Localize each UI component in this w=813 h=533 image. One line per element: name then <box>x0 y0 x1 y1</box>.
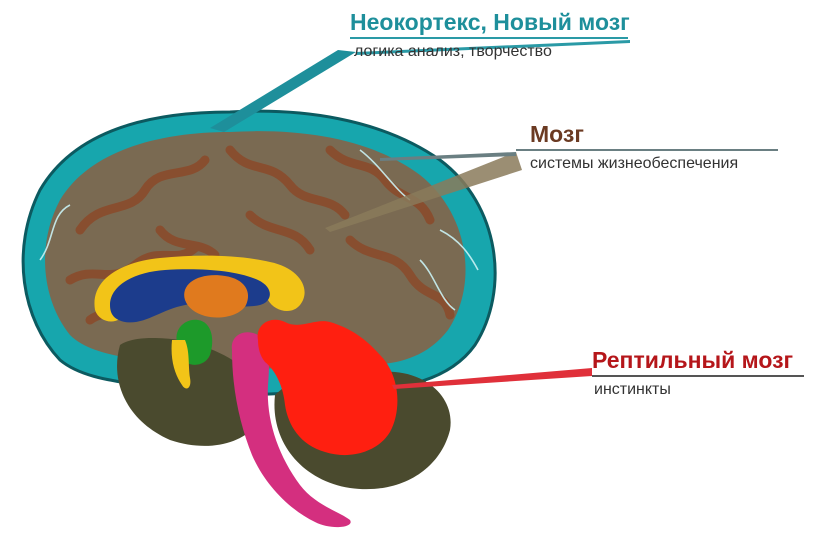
limbic-callout: Мозг системы жизнеобеспечения <box>516 122 778 173</box>
neocortex-title: Неокортекс, Новый мозг <box>350 10 628 34</box>
limbic-subtitle: системы жизнеобеспечения <box>516 155 778 173</box>
neocortex-subtitle: логика анализ, творчество <box>350 43 628 61</box>
limbic-title: Мозг <box>516 122 778 146</box>
neocortex-rule <box>350 37 628 39</box>
reptilian-subtitle: инстинкты <box>592 381 804 399</box>
reptilian-rule <box>592 375 804 377</box>
limbic-rule <box>516 149 778 151</box>
reptilian-callout: Рептильный мозг инстинкты <box>592 348 804 399</box>
reptilian-title: Рептильный мозг <box>592 348 804 372</box>
neocortex-callout: Неокортекс, Новый мозг логика анализ, тв… <box>350 10 628 61</box>
